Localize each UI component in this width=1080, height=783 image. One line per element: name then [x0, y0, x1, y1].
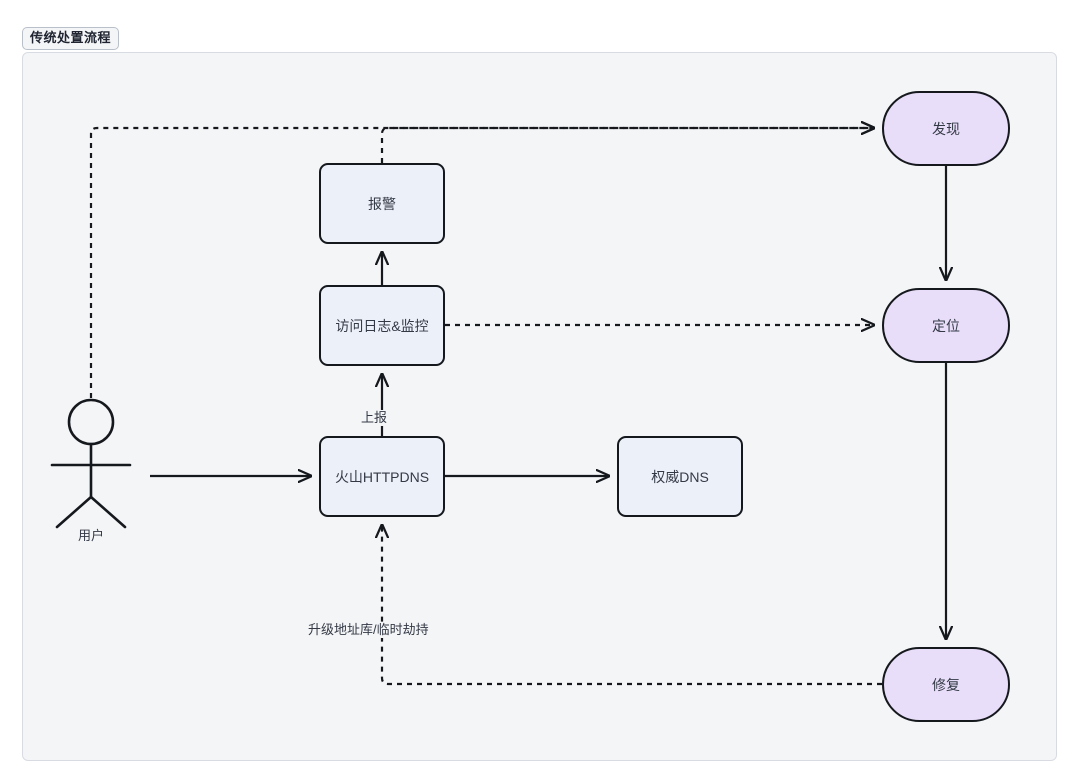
node-volcano-httpdns-label: 火山HTTPDNS: [334, 468, 430, 485]
node-baojing[interactable]: 报警: [319, 163, 445, 244]
actor-leg-left: [55, 495, 93, 529]
actor-leg-right: [89, 495, 127, 529]
actor-head-icon: [67, 398, 115, 446]
edge-label-upgrade-geoip: 升级地址库/临时劫持: [305, 622, 432, 638]
node-baojing-label: 报警: [368, 195, 396, 212]
node-locate-label: 定位: [932, 317, 960, 334]
user-actor-label: 用户: [77, 528, 104, 543]
node-repair-label: 修复: [932, 676, 960, 693]
edge-xiufu-to-httpdns: [382, 525, 882, 686]
node-access-log-monitor-label: 访问日志&监控: [335, 317, 429, 334]
node-authoritative-dns[interactable]: 权威DNS: [617, 436, 743, 517]
node-repair[interactable]: 修复: [882, 647, 1010, 722]
node-locate[interactable]: 定位: [882, 288, 1010, 363]
edge-label-report: 上报: [358, 410, 391, 426]
node-discover[interactable]: 发现: [882, 91, 1010, 166]
user-actor-figure: [50, 398, 132, 529]
node-volcano-httpdns[interactable]: 火山HTTPDNS: [319, 436, 445, 517]
diagram-title-tag: 传统处置流程: [22, 27, 120, 50]
node-access-log-monitor[interactable]: 访问日志&监控: [319, 285, 445, 366]
edge-user-to-faxian: [89, 128, 874, 398]
node-discover-label: 发现: [932, 120, 960, 137]
edge-baojing-to-faxian: [380, 128, 874, 163]
node-authoritative-dns-label: 权威DNS: [651, 468, 709, 485]
diagram-frame: [22, 52, 1057, 761]
